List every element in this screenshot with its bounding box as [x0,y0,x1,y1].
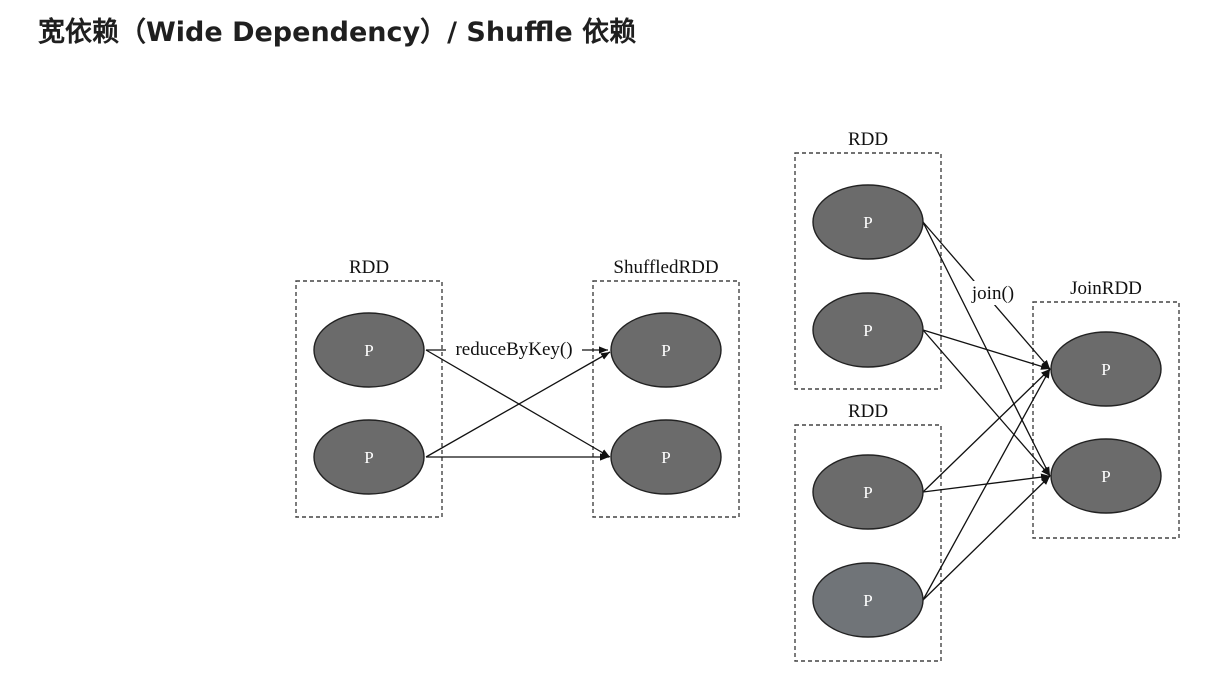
partition-node: P [1050,438,1162,514]
shuffled-rdd-label: ShuffledRDD [613,257,718,278]
edge [922,475,1051,601]
partition-label: P [1101,360,1110,379]
shuffled-rdd-frame [592,280,740,518]
join-rdd-frame [1032,301,1180,539]
partition-node: P [313,419,425,495]
operation-label-bg [446,337,582,361]
rdd-a-label: RDD [848,129,888,150]
join-group: RDD RDD JoinRDD join() P P P [794,129,1180,662]
partition-label: P [863,591,872,610]
edge [922,329,1051,477]
partition-label: P [1101,467,1110,486]
operation-label: join() [971,283,1014,304]
partition-label: P [661,448,670,467]
partition-label: P [661,341,670,360]
reduce-by-key-group: RDD ShuffledRDD reduceByKey() P P P P [295,257,740,518]
rdd-frame [295,280,443,518]
partition-node: P [1050,331,1162,407]
rdd-label: RDD [349,257,389,278]
partition-node: P [812,292,924,368]
partition-label: P [364,448,373,467]
partition-node: P [812,454,924,530]
operation-label: reduceByKey() [455,339,572,360]
edge [922,368,1051,601]
rdd-a-frame [794,152,942,390]
partition-label: P [863,483,872,502]
partition-node: P [610,312,722,388]
partition-node: P [812,562,924,638]
partition-label: P [863,213,872,232]
partition-label: P [863,321,872,340]
operation-label-bg [966,281,1020,305]
edge [922,329,1051,370]
edge [922,368,1051,493]
edge [425,349,611,458]
join-rdd-label: JoinRDD [1070,278,1142,299]
edge [425,351,611,458]
partition-node: P [610,419,722,495]
partition-node: P [812,184,924,260]
page-title: 宽依赖（Wide Dependency）/ Shuffle 依赖 [38,17,637,48]
partition-label: P [364,341,373,360]
rdd-b-label: RDD [848,401,888,422]
rdd-b-frame [794,424,942,662]
partition-node: P [313,312,425,388]
